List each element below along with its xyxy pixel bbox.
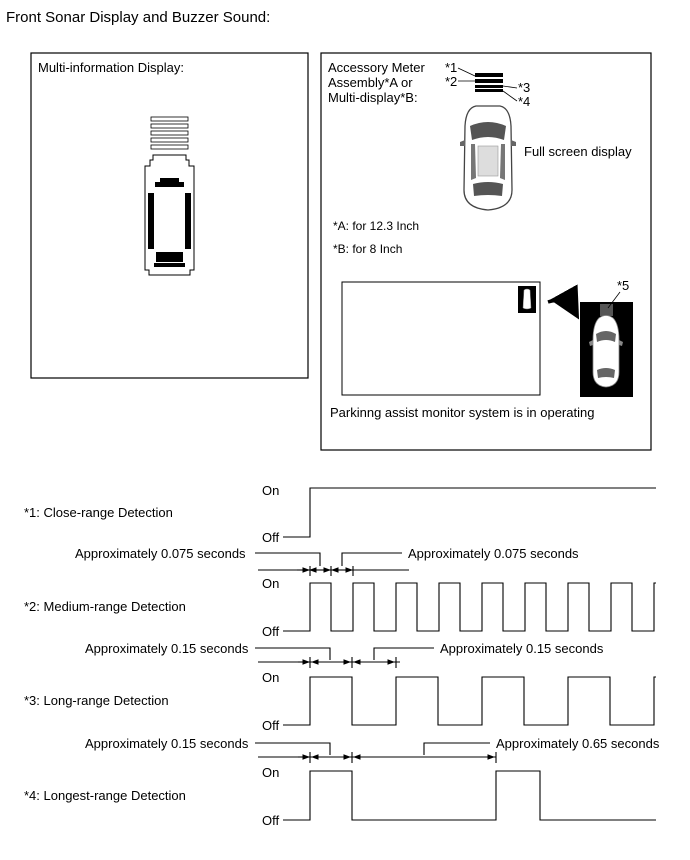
zoom-arrow-icon — [547, 284, 580, 320]
row1-on-label: On — [262, 483, 279, 498]
page-title: Front Sonar Display and Buzzer Sound: — [6, 9, 270, 26]
callout-5-leader — [607, 291, 621, 309]
callout-3: *3 — [518, 80, 530, 95]
callout-1: *1 — [445, 60, 457, 75]
row2-label: *2: Medium-range Detection — [24, 599, 186, 614]
buzzer-timing-diagram: On Off *1: Close-range Detection Approxi… — [24, 483, 660, 828]
enlarged-car-inset-icon — [580, 302, 633, 397]
callout-leader-lines — [457, 67, 518, 102]
row1-label: *1: Close-range Detection — [24, 505, 173, 520]
row4-on-label: On — [262, 765, 279, 780]
accessory-meter-label-line3: Multi-display*B: — [328, 90, 418, 105]
row3-off-label: Off — [262, 718, 279, 733]
row2-off-leader — [341, 552, 402, 566]
row2-on-annotation: Approximately 0.075 seconds — [75, 546, 246, 561]
row4-off-leader — [423, 742, 490, 755]
operating-caption: Parkinng assist monitor system is in ope… — [330, 405, 594, 420]
monitor-screen-frame — [341, 281, 541, 396]
note-b: *B: for 8 Inch — [333, 242, 402, 256]
row3-on-annotation: Approximately 0.15 seconds — [85, 641, 249, 656]
row3-on-label: On — [262, 670, 279, 685]
row3-waveform — [283, 676, 656, 726]
accessory-meter-panel: Accessory Meter Assembly*A or Multi-disp… — [320, 52, 652, 451]
callout-4: *4 — [518, 94, 530, 109]
row1-waveform — [283, 487, 656, 538]
row4-on-leader — [255, 742, 331, 755]
row4-label: *4: Longest-range Detection — [24, 788, 186, 803]
row2-off-label: Off — [262, 624, 279, 639]
sonar-segments-icon — [475, 73, 503, 92]
sonar-bars-icon — [150, 116, 189, 150]
row2-on-label: On — [262, 576, 279, 591]
accessory-meter-label-line1: Accessory Meter — [328, 60, 425, 75]
full-screen-display-label: Full screen display — [524, 144, 632, 159]
row1-off-label: Off — [262, 530, 279, 545]
row3-label: *3: Long-range Detection — [24, 693, 169, 708]
row3-on-leader — [255, 647, 331, 660]
accessory-meter-label-line2: Assembly*A or — [328, 75, 413, 90]
car-top-view-icon — [460, 105, 516, 211]
row4-off-label: Off — [262, 813, 279, 828]
row4-waveform — [283, 770, 656, 821]
callout-5: *5 — [617, 278, 629, 293]
row2-off-annotation: Approximately 0.075 seconds — [408, 546, 579, 561]
row3-off-annotation: Approximately 0.15 seconds — [440, 641, 604, 656]
row3-off-leader — [373, 647, 434, 660]
row2-waveform — [283, 582, 656, 632]
small-car-inset-icon — [518, 286, 536, 313]
row2-on-leader — [255, 552, 321, 566]
row4-off-annotation: Approximately 0.65 seconds — [496, 736, 660, 751]
callout-2: *2 — [445, 74, 457, 89]
note-a: *A: for 12.3 Inch — [333, 219, 419, 233]
row4-on-annotation: Approximately 0.15 seconds — [85, 736, 249, 751]
multi-information-display-label: Multi-information Display: — [38, 60, 184, 75]
pixel-car-icon — [144, 154, 195, 276]
multi-information-display-panel: Multi-information Display: — [30, 52, 309, 379]
